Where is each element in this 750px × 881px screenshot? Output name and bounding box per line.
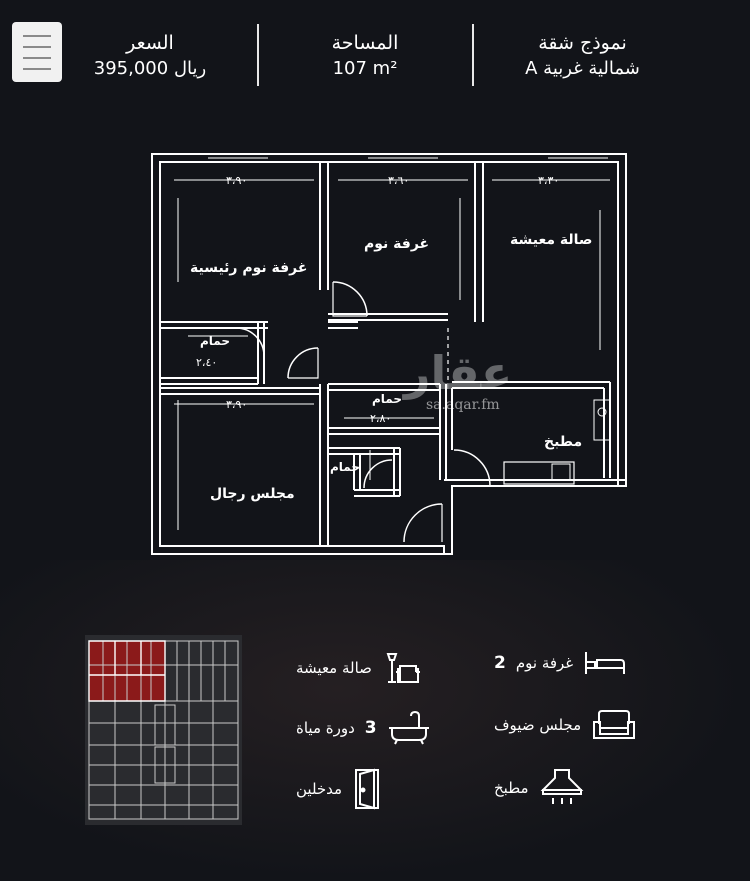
key-plan-drawing [85,635,242,825]
living-label: صالة معيشة [296,659,372,677]
room-kitchen: مطبخ [544,434,583,450]
area-block: المساحة 107 m² [300,30,430,82]
room-bath-2: حمام [372,392,402,406]
room-bedroom: غرفة نوم [364,236,430,252]
price-block: السعر 395,000 ريال [80,30,220,82]
baths-label: دورة مياة [296,719,355,737]
feature-guest-majlis: مجلس ضيوف [494,708,637,742]
sofa-icon [593,710,636,739]
armchair-lamp-icon [386,653,420,683]
menu-line [23,45,51,48]
model-block: نموذج شقة A شمالية غربية [495,30,670,82]
room-bath-1: حمام [200,334,230,348]
floor-plan-drawing [151,153,627,555]
dimension-label: ٣،٩٠ [226,398,248,411]
dimension-label: ٣،٣٠ [538,174,560,187]
feature-bathrooms: دورة مياة 3 [296,710,431,746]
model-title: نموذج شقة [538,32,627,54]
bathtub-icon [388,710,429,745]
dimension-label: ٣،٩٠ [226,174,248,187]
feature-living-hall: صالة معيشة [296,648,420,688]
room-bath-3: حمام [330,460,360,474]
kitchen-label: مطبخ [494,779,529,797]
bed-icon [585,652,626,674]
watermark-url: sa.aqar.fm [426,397,500,413]
dimension-label: ٣،٦٠ [388,174,410,187]
area-label: المساحة [331,32,399,54]
room-living-hall: صالة معيشة [510,232,593,248]
menu-line [23,56,51,59]
floor-plan: غرفة نوم رئيسية غرفة نوم صالة معيشة حمام… [148,150,632,565]
menu-line [23,67,51,70]
feature-bedrooms: 2 غرفة نوم [494,648,627,678]
room-master-bedroom: غرفة نوم رئيسية [190,260,308,276]
header-divider [257,24,259,86]
baths-count: 3 [364,718,377,738]
feature-entrances: مدخلين [296,768,382,810]
dimension-label: ٢،٤٠ [196,356,218,369]
room-men-majlis: مجلس رجال [210,486,295,502]
price-value: 395,000 ريال [93,58,207,79]
header-divider [472,24,474,86]
bedrooms-count: 2 [494,653,506,673]
menu-line [23,34,51,37]
door-icon [355,768,380,810]
entrances-label: مدخلين [296,780,343,798]
feature-kitchen: مطبخ [494,768,585,808]
area-value: 107 m² [332,58,398,79]
dimension-label: ٢،٨٠ [370,412,392,425]
guests-label: مجلس ضيوف [494,716,582,734]
building-key-plan [85,635,242,825]
bedrooms-label: غرفة نوم [515,654,574,672]
model-name: A شمالية غربية [525,58,640,79]
range-hood-icon [540,769,583,804]
watermark-logo: عقار [404,346,513,400]
menu-button[interactable] [12,22,62,82]
price-label: السعر [126,32,174,54]
